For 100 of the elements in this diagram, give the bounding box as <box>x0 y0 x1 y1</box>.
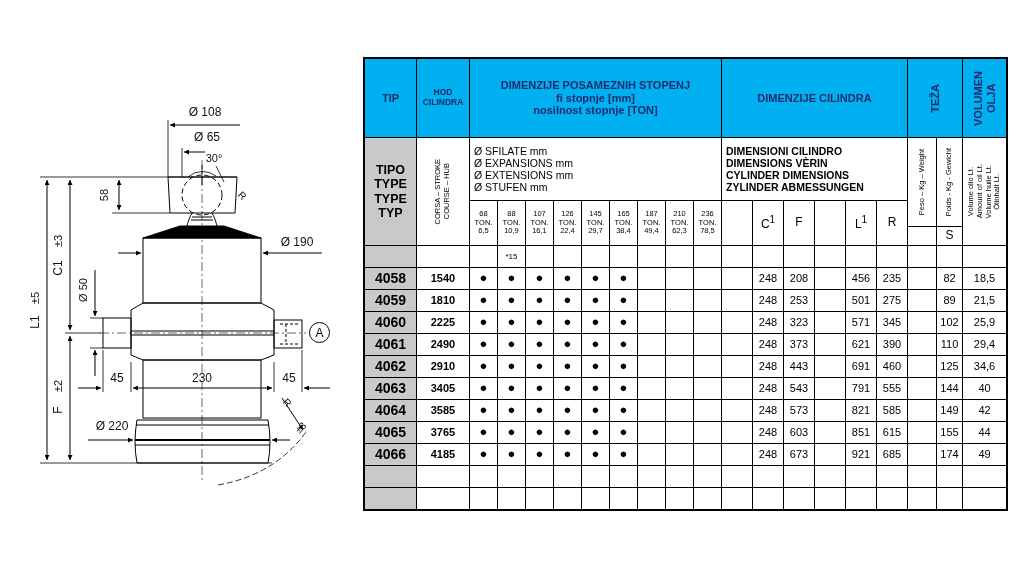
table-cell: 2490 <box>417 334 469 355</box>
table-cell: 253 <box>784 290 814 311</box>
table-cell: 323 <box>784 312 814 333</box>
bullet-mark: ● <box>554 378 581 399</box>
table-cell: 501 <box>846 290 876 311</box>
bullet-mark: ● <box>582 422 609 443</box>
table-cell: 4058 <box>365 268 416 289</box>
bullet-mark: ● <box>610 334 637 355</box>
cell-text: TEŽA <box>928 83 942 113</box>
bullet-mark: ● <box>582 312 609 333</box>
bullet-mark: ● <box>554 444 581 465</box>
table-cell: 34,6 <box>963 356 1006 377</box>
bullet-mark: ● <box>526 378 553 399</box>
table-cell: C$^{1}$ <box>753 201 783 245</box>
bullet-mark: ● <box>554 422 581 443</box>
table-cell: 44 <box>963 422 1006 443</box>
bullet-mark: ● <box>582 268 609 289</box>
bullet-mark: ● <box>498 334 525 355</box>
cell-text: TIPO <box>375 162 406 178</box>
table-cell: 4059 <box>365 290 416 311</box>
table-cell: 373 <box>784 334 814 355</box>
table-cell: 3405 <box>417 378 469 399</box>
bullet-mark: ● <box>526 290 553 311</box>
bullet-mark: ● <box>498 400 525 421</box>
table-cell: 174 <box>937 444 962 465</box>
bullet-mark: ● <box>470 356 497 377</box>
bullet-mark: ● <box>582 356 609 377</box>
dimension-label: ±3 <box>293 420 309 436</box>
dimension-label: ±3 <box>52 234 64 248</box>
bullet-mark: ● <box>610 422 637 443</box>
bullet-mark: ● <box>470 290 497 311</box>
cell-text: CYLINDER DIMENSIONS <box>726 169 850 182</box>
bullet-mark: ● <box>498 378 525 399</box>
table-cell: 49 <box>963 444 1006 465</box>
bullet-mark: ● <box>470 312 497 333</box>
table-cell: 29,4 <box>963 334 1006 355</box>
table-cell: 18,5 <box>963 268 1006 289</box>
table-cell: 248 <box>753 356 783 377</box>
table-cell: 40 <box>963 378 1006 399</box>
bullet-mark: ● <box>470 268 497 289</box>
table-cell: 571 <box>846 312 876 333</box>
bullet-mark: ● <box>470 422 497 443</box>
dimension-label: 230 <box>192 372 212 384</box>
cell-text: DIMENSIONI CILINDRO <box>726 144 843 157</box>
bullet-mark: ● <box>470 400 497 421</box>
cell-text: TYP <box>378 205 403 221</box>
table-cell: 1540 <box>417 268 469 289</box>
table-cell: 691 <box>846 356 876 377</box>
table-cell: 2910 <box>417 356 469 377</box>
table-cell: 4060 <box>365 312 416 333</box>
bullet-mark: ● <box>582 444 609 465</box>
dimension-label: Ø 190 <box>280 236 314 248</box>
table-cell: F <box>784 201 814 245</box>
bullet-mark: ● <box>470 334 497 355</box>
bullet-mark: ● <box>498 312 525 333</box>
bullet-mark: ● <box>498 268 525 289</box>
table-cell: 603 <box>784 422 814 443</box>
bullet-mark: ● <box>554 290 581 311</box>
table-cell: 3765 <box>417 422 469 443</box>
table-cell: 573 <box>784 400 814 421</box>
bullet-mark: ● <box>526 356 553 377</box>
bullet-mark: ● <box>582 400 609 421</box>
table-cell: 3585 <box>417 400 469 421</box>
dimension-label: 58 <box>98 188 110 202</box>
table-cell: 248 <box>753 334 783 355</box>
table-cell: 248 <box>753 378 783 399</box>
bullet-mark: ● <box>554 334 581 355</box>
dimension-label: Ø 220 <box>95 420 129 432</box>
table-cell: 443 <box>784 356 814 377</box>
bullet-mark: ● <box>610 400 637 421</box>
table-cell: 4066 <box>365 444 416 465</box>
table-cell: 673 <box>784 444 814 465</box>
bullet-mark: ● <box>526 400 553 421</box>
cell-text: nosilnost stopnje [TON] <box>533 104 658 117</box>
bullet-mark: ● <box>610 268 637 289</box>
bullet-mark: ● <box>526 422 553 443</box>
bullet-mark: ● <box>554 268 581 289</box>
table-cell: *15 <box>498 246 525 267</box>
cell-text: Ø EXTENSIONS mm <box>474 169 574 182</box>
table-cell: 42 <box>963 400 1006 421</box>
table-cell: 1810 <box>417 290 469 311</box>
table-cell: 685 <box>877 444 907 465</box>
dimension-label: 45 <box>110 372 124 384</box>
bullet-mark: ● <box>526 312 553 333</box>
table-cell: 555 <box>877 378 907 399</box>
bullet-mark: ● <box>498 290 525 311</box>
table-cell: 248 <box>753 312 783 333</box>
bullet-mark: ● <box>498 356 525 377</box>
cell-text: TYPE <box>374 191 407 206</box>
cell-text: Ø EXPANSIONS mm <box>474 156 573 169</box>
table-cell: 89 <box>937 290 962 311</box>
table-cell: 4185 <box>417 444 469 465</box>
table-cell: 248 <box>753 290 783 311</box>
table-cell: 4065 <box>365 422 416 443</box>
table-cell: 208 <box>784 268 814 289</box>
table-cell: 235 <box>877 268 907 289</box>
bullet-mark: ● <box>498 422 525 443</box>
table-cell: 82 <box>937 268 962 289</box>
table-cell: 125 <box>937 356 962 377</box>
dimension-label: Ø 65 <box>194 131 220 143</box>
